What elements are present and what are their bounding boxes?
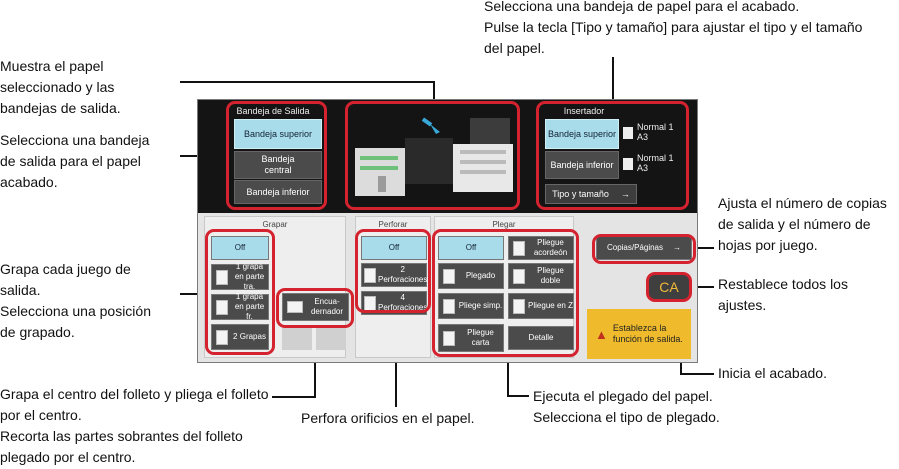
connector <box>507 357 509 397</box>
disabled-button <box>316 328 346 350</box>
staple-front-button[interactable]: 1 grapa en parte fr. <box>211 292 269 321</box>
annotation-top-right: Selecciona una bandeja de papel para el … <box>484 0 863 56</box>
connector <box>180 293 209 295</box>
connector <box>690 286 714 288</box>
punch-off-button[interactable]: Off <box>361 236 427 260</box>
annotation-output-tray: Selecciona una bandeja de salida para el… <box>0 132 150 190</box>
copies-pages-button[interactable]: Copias/Páginas → <box>596 236 692 260</box>
start-button[interactable]: ▲ Establezca la función de salida. <box>587 309 691 359</box>
booklet-icon <box>287 301 303 313</box>
highlight-saddle <box>276 288 354 328</box>
ca-button[interactable]: CA <box>649 274 689 299</box>
staple-icon <box>216 329 228 345</box>
type-size-button[interactable]: Tipo y tamaño → <box>545 184 637 204</box>
paper-icon <box>623 127 633 139</box>
inserter-upper-tray-button[interactable]: Bandeja superior <box>545 119 619 149</box>
fold-accordion-button[interactable]: Pliegue acordeón <box>508 236 574 260</box>
output-lower-tray-button[interactable]: Bandeja inferior <box>234 180 322 204</box>
highlight-display <box>345 101 520 210</box>
highlight-ca <box>646 272 692 302</box>
connector <box>680 373 714 375</box>
punch-icon <box>364 267 376 283</box>
highlight-inserter <box>536 101 689 210</box>
annotation-saddle: Grapa el centro del folleto y pliega el … <box>0 386 269 465</box>
fold-icon <box>443 268 455 284</box>
highlight-punch <box>355 229 431 313</box>
staple-icon <box>216 269 228 285</box>
annotation-start: Inicia el acabado. <box>718 365 827 381</box>
staple-title: Grapar <box>262 220 288 229</box>
fold-detail-button[interactable]: Detalle <box>508 326 574 350</box>
connector <box>507 395 529 397</box>
paper-icon <box>623 158 633 170</box>
annotation-display: Muestra el papel seleccionado y las band… <box>0 58 121 116</box>
fold-folded-button[interactable]: Plegado <box>438 263 504 289</box>
annotation-fold: Ejecuta el plegado del papel. Selecciona… <box>533 388 720 425</box>
arrow-right-icon: → <box>673 243 682 252</box>
fold-double-button[interactable]: Pliegue doble <box>508 263 574 289</box>
machine-illustration <box>355 117 513 196</box>
output-tray-title: Bandeja de Salida <box>236 106 310 116</box>
staple-two-button[interactable]: 2 Grapas <box>211 324 269 350</box>
fold-simple-button[interactable]: Pliege simp. <box>438 293 504 319</box>
fold-icon <box>513 298 525 314</box>
warning-icon: ▲ <box>595 326 608 342</box>
highlight-staple <box>205 229 275 355</box>
fold-icon <box>513 240 525 256</box>
annotation-copies: Ajusta el número de copias de salida y e… <box>718 195 887 253</box>
fold-icon <box>443 330 455 346</box>
annotation-punch: Perfora orificios en el papel. <box>301 410 475 426</box>
inserter-lower-info: Normal 1 A3 <box>637 153 674 173</box>
connector <box>612 57 614 101</box>
output-central-tray-button[interactable]: Bandeja central <box>234 151 322 179</box>
inserter-lower-tray-button[interactable]: Bandeja inferior <box>545 151 619 179</box>
highlight-copies <box>592 234 696 264</box>
annotation-ca: Restablece todos los ajustes. <box>718 276 848 313</box>
connector <box>395 357 397 407</box>
staple-off-button[interactable]: Off <box>211 236 269 260</box>
inserter-upper-info: Normal 1 A3 <box>637 122 674 142</box>
fold-icon <box>513 268 525 284</box>
connector <box>180 81 435 83</box>
fold-icon <box>443 298 455 314</box>
connector <box>272 396 316 398</box>
annotation-staple: Grapa cada juego de salida. Selecciona u… <box>0 261 151 340</box>
fold-z-button[interactable]: Pliegue en Z <box>508 293 574 319</box>
staple-icon <box>216 299 228 315</box>
output-upper-tray-button[interactable]: Bandeja superior <box>234 119 322 149</box>
punch-title: Perforar <box>378 220 408 229</box>
inserter-title: Insertador <box>563 106 605 116</box>
connector <box>314 340 316 398</box>
punch-two-holes-button[interactable]: 2 Perforaciones <box>361 263 427 287</box>
highlight-fold <box>432 229 579 357</box>
staple-back-button[interactable]: 1 grapa en parte tra. <box>211 262 269 291</box>
connector <box>433 81 435 101</box>
fold-off-button[interactable]: Off <box>438 236 504 260</box>
fold-letter-button[interactable]: Pliegue carta <box>438 324 504 352</box>
saddle-stitch-button[interactable]: Encua-dernador <box>282 293 349 321</box>
fold-title: Plegar <box>492 220 516 229</box>
connector <box>680 357 682 375</box>
disabled-button <box>282 328 312 350</box>
highlight-output-tray <box>226 101 327 210</box>
connector <box>696 247 714 249</box>
arrow-right-icon: → <box>620 188 630 199</box>
display-area: Bandeja de Salida Bandeja superior Bande… <box>198 100 697 213</box>
